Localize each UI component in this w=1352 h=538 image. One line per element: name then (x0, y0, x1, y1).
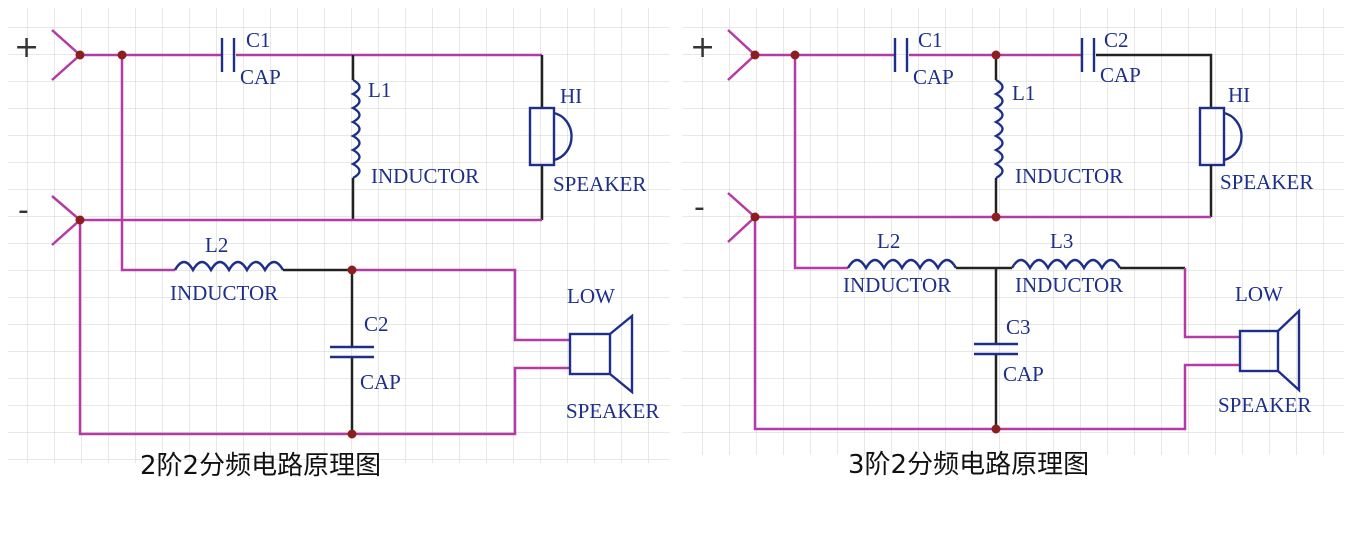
right-l2-name: INDUCTOR (843, 273, 951, 297)
left-return-wire (78, 220, 570, 436)
left-node-plus (75, 50, 85, 60)
right-c1-ref: C1 (918, 28, 943, 52)
right-node-bottom (991, 424, 1001, 434)
left-minus-sign: - (18, 193, 29, 228)
left-l2-inductor (173, 260, 285, 273)
right-low-name: SPEAKER (1218, 393, 1311, 417)
right-minus-sign: - (694, 190, 705, 225)
right-node-feed (790, 50, 800, 60)
left-c2-name: CAP (360, 370, 401, 394)
right-hi-ref: HI (1228, 83, 1250, 107)
left-low-name: SPEAKER (566, 399, 659, 423)
left-l2-ref: L2 (205, 233, 228, 257)
grid-left (8, 8, 670, 463)
right-feed-wire (793, 55, 848, 270)
left-c1-capacitor (220, 38, 236, 72)
right-node-minus (750, 212, 760, 222)
right-l1-name: INDUCTOR (1015, 164, 1123, 188)
left-l1-inductor (350, 78, 361, 180)
left-low-top-wire (352, 268, 570, 342)
right-l2-inductor (846, 258, 958, 271)
right-c3-name: CAP (1003, 362, 1044, 386)
left-caption: 2阶2分频电路原理图 (140, 451, 382, 481)
left-feed-wire (120, 55, 175, 272)
left-hi-name: SPEAKER (553, 172, 646, 196)
right-l3-inductor (1010, 258, 1122, 271)
right-l3-ref: L3 (1050, 229, 1073, 253)
right-c1-name: CAP (913, 65, 954, 89)
right-c2-name: CAP (1100, 63, 1141, 87)
right-node-top (991, 50, 1001, 60)
right-hi-name: SPEAKER (1220, 170, 1313, 194)
left-l2-name: INDUCTOR (170, 281, 278, 305)
left-l1-name: INDUCTOR (371, 164, 479, 188)
right-node-plus (750, 50, 760, 60)
right-low-top-wire (1183, 268, 1240, 339)
right-caption: 3阶2分频电路原理图 (848, 450, 1090, 480)
left-c2-capacitor (330, 345, 374, 359)
right-top-wire-3 (1096, 53, 1213, 108)
left-low-speaker-icon (568, 313, 634, 395)
right-l1-inductor (993, 78, 1004, 180)
left-low-ref: LOW (567, 284, 615, 308)
right-c2-capacitor (1080, 38, 1096, 72)
right-plus-sign: + (690, 30, 716, 65)
left-node-bottom (347, 429, 357, 439)
left-c2-ref: C2 (364, 312, 389, 336)
right-l1-ref: L1 (1012, 81, 1035, 105)
right-return-wire (753, 217, 1240, 431)
left-circuit: C1 CAP L1 INDUCTOR HI SPEAKER L2 INDUCTO… (51, 28, 659, 439)
right-circuit: C1 CAP C2 CAP L1 INDUCTOR HI SPEAKER L2 … (727, 28, 1313, 434)
right-low-ref: LOW (1235, 282, 1283, 306)
left-c1-ref: C1 (246, 28, 271, 52)
right-c3-capacitor (974, 342, 1018, 356)
left-node-feed (117, 50, 127, 60)
right-c1-capacitor (893, 38, 909, 72)
left-node-minus (75, 215, 85, 225)
left-c1-name: CAP (240, 65, 281, 89)
right-l2-ref: L2 (877, 229, 900, 253)
left-hi-ref: HI (560, 84, 582, 108)
right-l3-name: INDUCTOR (1015, 273, 1123, 297)
left-hi-speaker-icon (528, 106, 573, 167)
left-plus-sign: + (14, 30, 40, 65)
right-node-l1 (991, 212, 1001, 222)
left-node-mid (347, 265, 357, 275)
right-low-speaker-icon (1238, 308, 1301, 393)
right-c3-ref: C3 (1006, 315, 1031, 339)
right-c2-ref: C2 (1104, 28, 1129, 52)
left-l1-ref: L1 (368, 78, 391, 102)
grid-right (682, 8, 1344, 455)
